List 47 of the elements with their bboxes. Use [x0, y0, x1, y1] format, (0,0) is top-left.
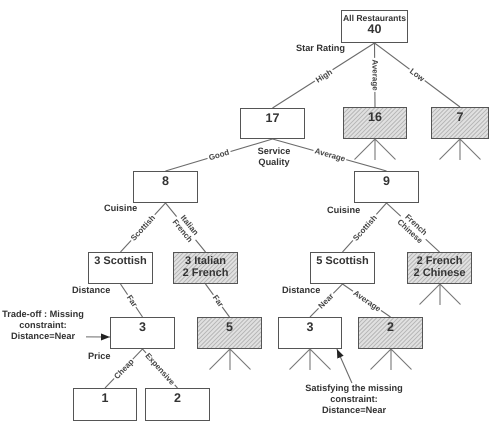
edge-label: Good	[206, 147, 232, 163]
node-label: 2	[386, 321, 395, 334]
hatched-node-box	[343, 107, 407, 139]
node-label: 3 Italian 2 French	[182, 256, 230, 280]
node-box	[341, 10, 408, 43]
node-label: 3	[138, 321, 147, 334]
node-box	[73, 388, 137, 421]
edge-label: Low	[406, 66, 428, 84]
node-label: 3	[306, 321, 314, 334]
node-label: 2 French 2 Chinese	[412, 256, 466, 280]
attribute-label: Distance	[72, 285, 110, 296]
node-label: 1	[100, 392, 110, 406]
hatched-node-box	[173, 252, 238, 284]
annotation-text: Satisfying the missing constraint: Distance=Near	[302, 383, 406, 417]
node-box	[133, 171, 198, 203]
node-box	[145, 388, 210, 421]
node-box	[278, 317, 342, 349]
node-label: 7	[456, 111, 464, 124]
arrow	[336, 348, 352, 384]
attribute-label: Cuisine	[104, 203, 138, 214]
node-label: 3 Scottish	[93, 256, 148, 268]
node-label: All Restaurants	[342, 14, 407, 24]
node-label: 8	[161, 175, 170, 188]
node-label: 2	[173, 392, 182, 406]
attribute-label: Price	[88, 351, 110, 362]
annotation-text: Trade-off : Missing constraint: Distance=Near	[0, 309, 86, 343]
arrow	[86, 333, 110, 340]
node-box	[88, 252, 153, 284]
edge-label: High	[312, 66, 335, 85]
node-label: 5	[225, 321, 234, 334]
node-label: 17	[264, 112, 280, 126]
node-box	[354, 171, 419, 203]
node-label: 9	[382, 175, 391, 188]
node-label: 16	[367, 111, 383, 124]
hatched-node-box	[358, 317, 423, 349]
hatched-node-box	[407, 252, 472, 284]
node-box	[110, 317, 175, 349]
attribute-label: Service Quality	[256, 146, 292, 167]
node-label: 5 Scottish	[315, 256, 370, 268]
hatched-node-box	[431, 107, 489, 139]
node-box	[240, 108, 305, 139]
attribute-label: Star Rating	[296, 43, 346, 54]
node-box	[310, 252, 375, 284]
edge-label: Average	[312, 146, 348, 164]
hatched-node-box	[197, 317, 262, 349]
node-label: 40	[366, 23, 382, 37]
edge-label: Average	[370, 58, 380, 92]
